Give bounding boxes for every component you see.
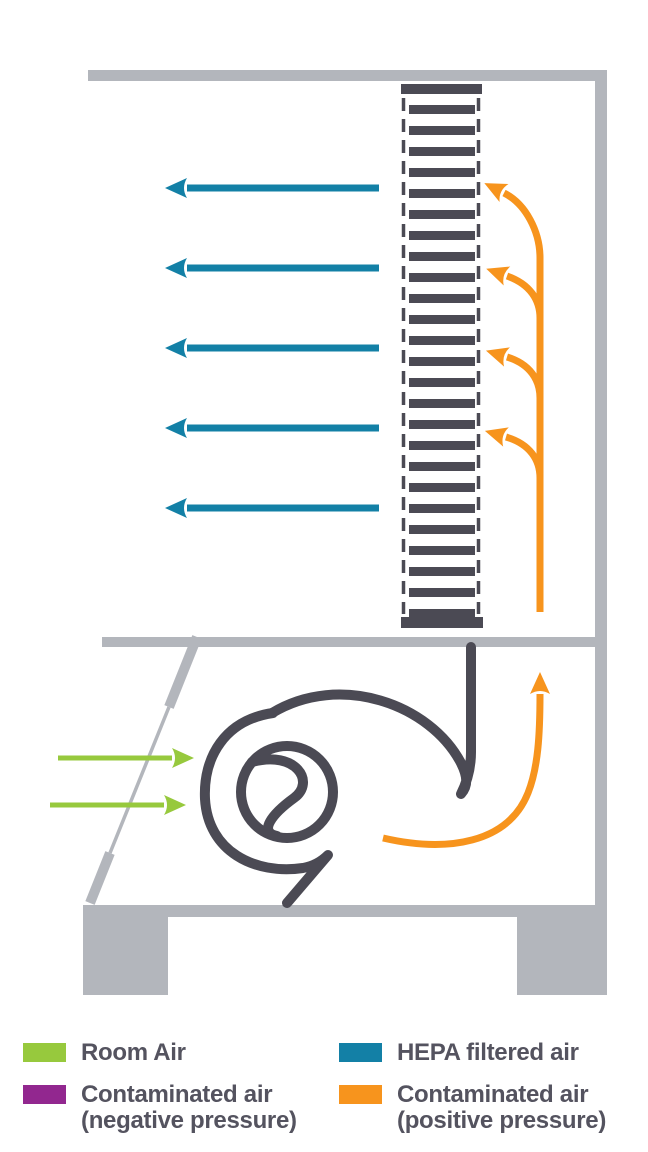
filter-pleat	[409, 336, 475, 345]
sash-lower-segment	[85, 851, 115, 905]
right-leg	[517, 905, 607, 995]
filter-pleat	[409, 378, 475, 387]
filter-pleat	[409, 315, 475, 324]
filter-pleat	[409, 168, 475, 177]
blower-exhaust-arrow-icon	[382, 672, 550, 848]
legend-text: Room Air	[81, 1039, 186, 1066]
filter-pleat	[409, 567, 475, 576]
filter-top-cap	[401, 84, 482, 94]
legend-label: Room Air	[81, 1040, 186, 1066]
exhaust-branch-arrow-icon	[484, 427, 544, 479]
exhaust-riser-arrow-icon	[484, 183, 544, 612]
legend-label: Contaminated air (positive pressure)	[397, 1082, 606, 1134]
filter-pleat	[409, 357, 475, 366]
legend-text: (negative pressure)	[81, 1107, 297, 1134]
filter-pleat	[409, 609, 475, 618]
front-sash	[85, 635, 202, 905]
legend-label: HEPA filtered air	[397, 1040, 579, 1066]
room-air-swatch-icon	[23, 1043, 66, 1062]
blower-hub-swirl	[247, 754, 308, 841]
room-air-arrows	[50, 748, 194, 815]
filter-pleats	[409, 105, 475, 618]
legend-item-room-air: Room Air	[23, 1040, 186, 1066]
filter-pleat	[409, 252, 475, 261]
legend-item-contaminated-negative: Contaminated air (negative pressure)	[23, 1082, 297, 1134]
legend-text: (positive pressure)	[397, 1107, 607, 1134]
filter-pleat	[409, 105, 475, 114]
filter-pleat	[409, 462, 475, 471]
legend-text: HEPA filtered air	[397, 1039, 579, 1066]
filter-pleat	[409, 525, 475, 534]
blower-hub	[236, 741, 338, 843]
blower-outlet-duct	[267, 642, 476, 799]
filter-pleat	[409, 441, 475, 450]
filter-pleat	[409, 399, 475, 408]
base	[83, 905, 607, 995]
hepa-air-swatch-icon	[339, 1043, 382, 1062]
base-bar	[83, 905, 607, 917]
filter-pleat	[409, 273, 475, 282]
filter-bottom-cap	[401, 617, 483, 628]
hepa-filter	[401, 84, 483, 628]
cabinet-structure	[83, 70, 607, 995]
filter-pleat	[409, 504, 475, 513]
sash-upper-segment	[164, 635, 202, 709]
legend-text: Contaminated air	[397, 1081, 589, 1108]
contaminated-positive-swatch-icon	[339, 1085, 382, 1104]
filter-pleat	[409, 210, 475, 219]
filter-pleat	[409, 420, 475, 429]
legend-item-contaminated-positive: Contaminated air (positive pressure)	[339, 1082, 606, 1134]
exhaust-branch-arrow-icon	[486, 266, 544, 319]
blower-assembly	[199, 642, 476, 908]
left-leg	[83, 905, 168, 995]
legend-label: Contaminated air (negative pressure)	[81, 1082, 297, 1134]
work-surface	[102, 637, 595, 647]
legend-item-hepa-filtered-air: HEPA filtered air	[339, 1040, 579, 1066]
filter-pleat	[409, 483, 475, 492]
sash-glass-line	[108, 706, 171, 854]
filter-pleat	[409, 588, 475, 597]
exhaust-branch-arrow-icon	[485, 347, 544, 399]
filter-pleat	[409, 546, 475, 555]
filter-pleat	[409, 126, 475, 135]
contaminated-air-arrows	[382, 183, 550, 848]
filter-pleat	[409, 231, 475, 240]
top-wall	[88, 70, 607, 81]
legend-text: Contaminated air	[81, 1081, 273, 1108]
contaminated-negative-swatch-icon	[23, 1085, 66, 1104]
filter-pleat	[409, 294, 475, 303]
filter-pleat	[409, 147, 475, 156]
blower-volute	[199, 708, 333, 908]
filter-pleat	[409, 189, 475, 198]
right-wall	[595, 70, 607, 917]
hepa-filtered-air-arrows	[165, 178, 379, 518]
